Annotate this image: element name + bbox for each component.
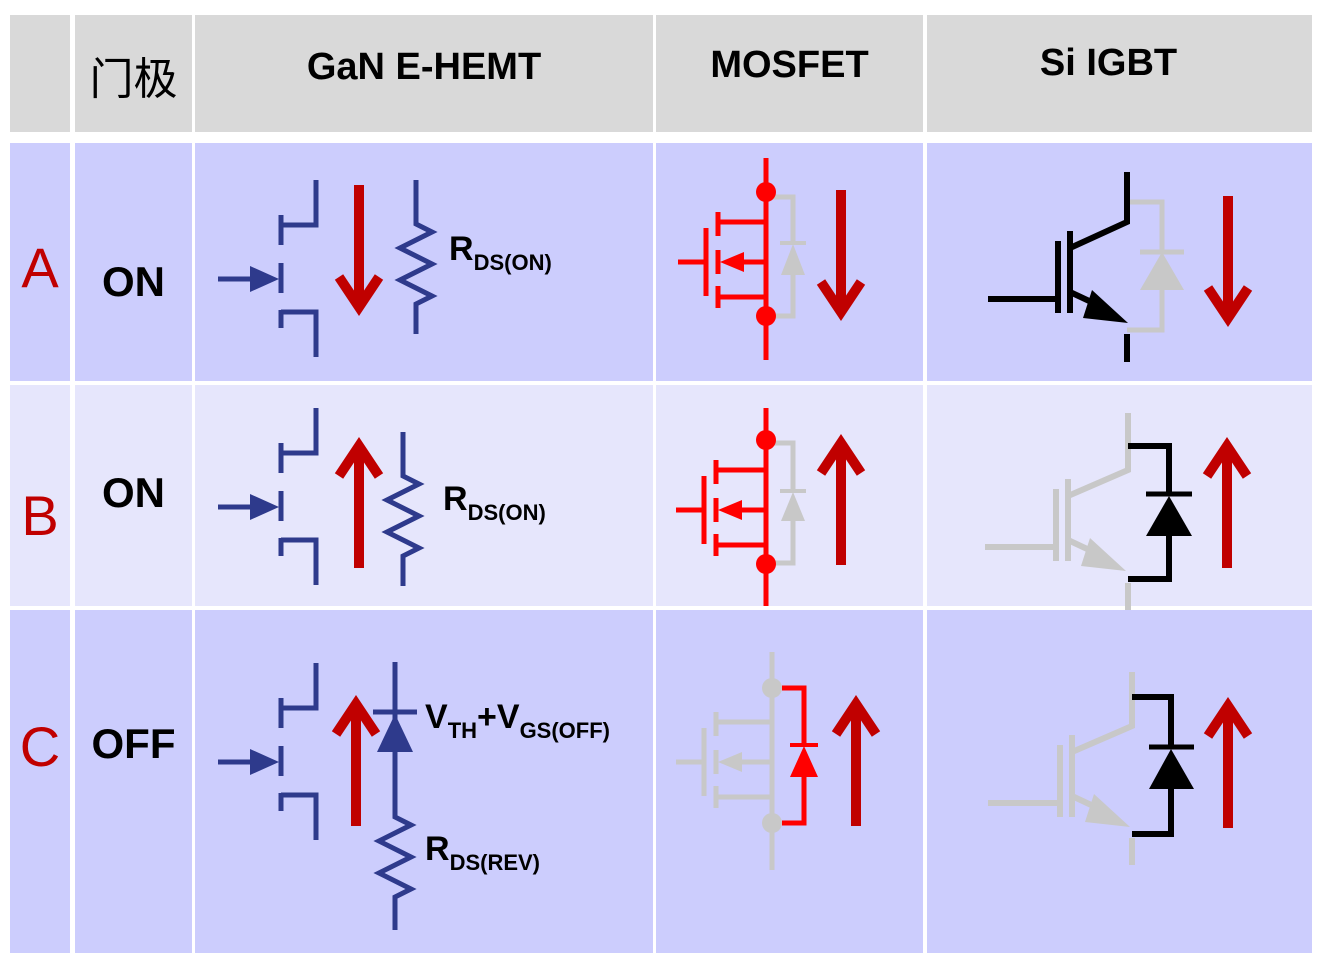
- rds-on-label-a: RDS(ON): [449, 230, 552, 275]
- resistor-b: [387, 432, 419, 586]
- igbt-symbol-c: [988, 672, 1194, 865]
- row-label-c: C: [19, 715, 61, 778]
- vth-vgs-label-c: VTH+VGS(OFF): [425, 698, 610, 743]
- current-arrow-gan-b: [339, 446, 379, 568]
- mosfet-symbol-c: [676, 652, 818, 870]
- resistor-a: [400, 180, 432, 334]
- current-arrow-gan-c: [336, 704, 376, 826]
- current-arrow-igbt-c: [1208, 706, 1248, 828]
- gate-state-c: OFF: [91, 720, 176, 767]
- igbt-symbol-b: [985, 413, 1192, 610]
- header-mosfet: MOSFET: [710, 44, 869, 86]
- row-b-label-cell: B: [10, 385, 70, 606]
- header-gan: GaN E-HEMT: [306, 46, 542, 88]
- header-gate: 门极: [89, 54, 178, 105]
- header-igbt: Si IGBT: [1039, 42, 1178, 84]
- row-c-label-cell: C: [10, 610, 70, 953]
- mosfet-symbol-a: [678, 158, 806, 360]
- mosfet-symbol-b: [676, 408, 806, 606]
- row-c-gate-cell: OFF: [75, 610, 192, 953]
- header-cell-mosfet: MOSFET: [656, 15, 923, 132]
- igbt-symbol-a: [988, 172, 1184, 362]
- row-c-igbt-cell: [927, 610, 1312, 953]
- gan-hemt-symbol-b: [218, 408, 316, 585]
- header-cell-gate: 门极: [75, 15, 192, 132]
- current-arrow-igbt-a: [1208, 196, 1248, 318]
- row-b-mosfet-cell: [656, 385, 923, 606]
- row-a-igbt-cell: [927, 143, 1312, 381]
- rds-on-label-b: RDS(ON): [443, 480, 546, 525]
- row-b-gate-cell: ON: [75, 385, 192, 606]
- current-arrow-mosfet-b: [821, 443, 861, 565]
- row-c-mosfet-cell: [656, 610, 923, 953]
- gan-hemt-symbol-a: [218, 180, 316, 357]
- resistor-c: [373, 775, 417, 930]
- header-cell-gan: GaN E-HEMT: [195, 15, 653, 132]
- current-arrow-igbt-b: [1207, 446, 1247, 568]
- gan-hemt-symbol-c: [218, 663, 316, 840]
- row-a-gate-cell: ON: [75, 143, 192, 381]
- row-c-gan-cell: [195, 610, 653, 953]
- current-arrow-mosfet-c: [836, 704, 876, 826]
- current-arrow-mosfet-a: [821, 190, 861, 312]
- rds-rev-label-c: RDS(REV): [425, 830, 540, 875]
- current-arrow-gan-a: [339, 185, 379, 307]
- gate-state-a: ON: [102, 258, 165, 305]
- row-label-b: B: [21, 484, 59, 547]
- row-b-gan-cell: [195, 385, 653, 606]
- row-label-a: A: [21, 236, 59, 299]
- gate-state-b: ON: [102, 469, 165, 516]
- row-a-label-cell: A: [10, 143, 70, 381]
- header-cell-empty: [10, 15, 70, 132]
- header-cell-igbt: Si IGBT: [927, 15, 1312, 132]
